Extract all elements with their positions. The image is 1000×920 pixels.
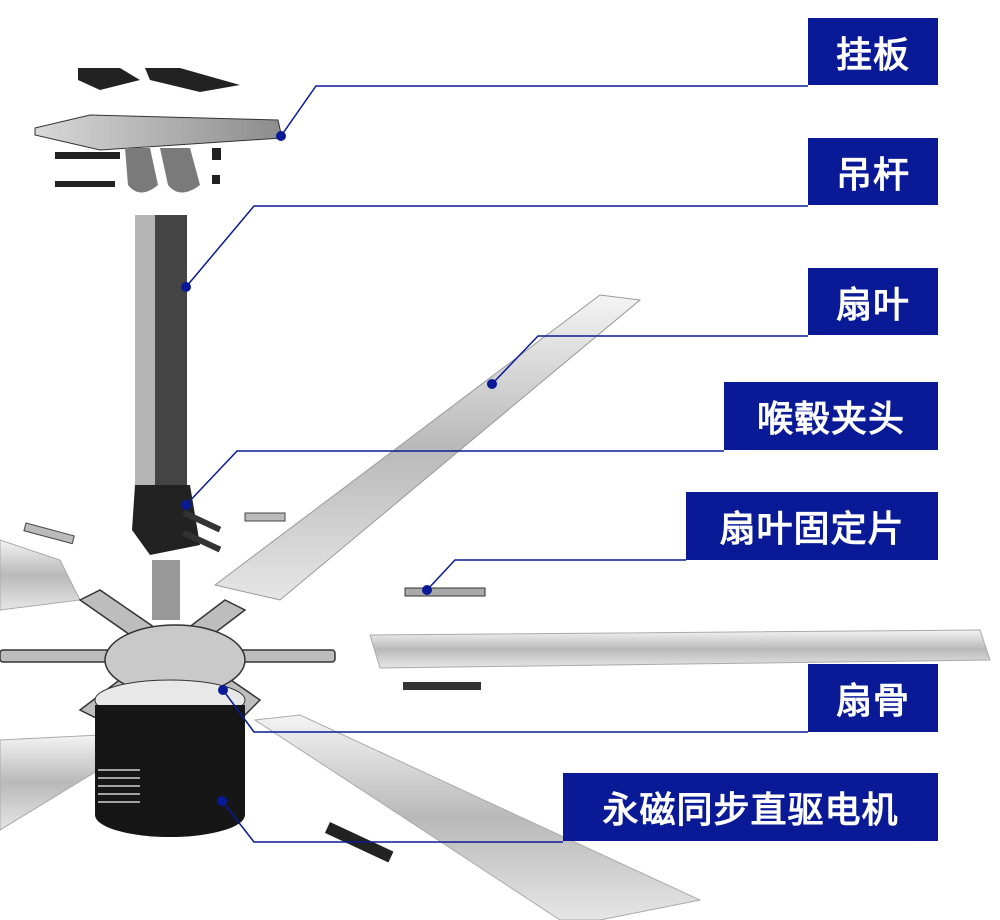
pmsm-motor (94, 679, 246, 837)
fan-blades (0, 294, 991, 920)
callout-lines (185, 85, 808, 843)
callout-dots (181, 131, 497, 806)
label-hanging-rod: 吊杆 (808, 138, 938, 205)
label-mounting-plate: 挂板 (808, 18, 938, 85)
hanging-rod (135, 215, 187, 485)
label-blade-fixing-plate: 扇叶固定片 (686, 492, 938, 560)
mounting-plate-clips (78, 68, 240, 92)
label-hub-clamp: 喉毂夹头 (724, 382, 938, 450)
label-fan-blade: 扇叶 (808, 268, 938, 335)
hub-clamp (132, 485, 222, 620)
mounting-plate (34, 114, 283, 193)
label-pmsm-motor: 永磁同步直驱电机 (563, 773, 938, 841)
label-fan-spoke: 扇骨 (808, 664, 938, 732)
